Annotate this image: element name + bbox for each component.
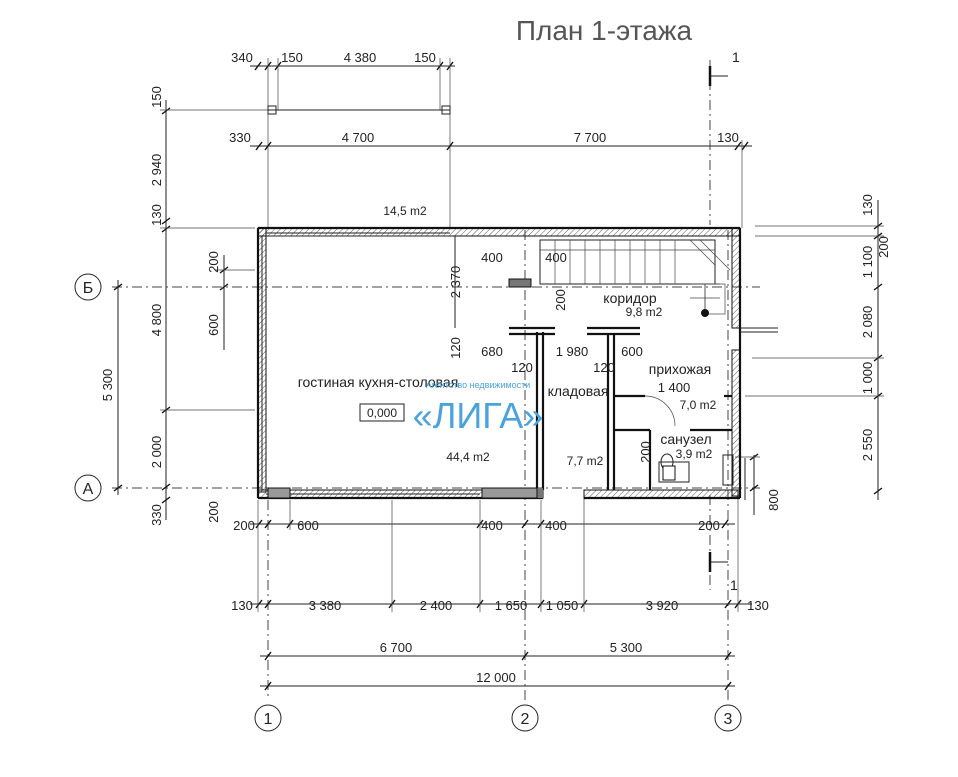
svg-text:200: 200	[206, 251, 221, 273]
svg-text:2 400: 2 400	[420, 598, 453, 613]
living-room-label: гостиная кухня-столовая	[298, 374, 459, 390]
svg-text:130: 130	[860, 194, 875, 216]
axis-bubble-a: А	[74, 474, 102, 502]
svg-text:200: 200	[206, 501, 221, 523]
dimension-lines	[113, 58, 884, 691]
svg-text:1: 1	[264, 711, 273, 728]
level-mark	[359, 403, 405, 422]
walls	[256, 226, 778, 500]
svg-text:400: 400	[481, 518, 503, 533]
axis-bubble-b: Б	[74, 273, 102, 301]
svg-text:340: 340	[231, 50, 253, 65]
svg-text:600: 600	[206, 314, 221, 336]
svg-text:200: 200	[233, 518, 255, 533]
svg-text:1 400: 1 400	[658, 380, 691, 395]
axis-bubble-2: 2	[511, 704, 539, 732]
svg-text:400: 400	[481, 250, 503, 265]
bathroom-label: санузел	[660, 431, 711, 447]
svg-text:4 700: 4 700	[342, 130, 375, 145]
room-labels: 14,5 m2 гостиная кухня-столовая 0,000 44…	[298, 204, 717, 468]
plan-title: План 1-этажа	[516, 15, 693, 46]
svg-text:2 370: 2 370	[448, 266, 463, 299]
corridor-label: коридор	[603, 290, 657, 306]
living-room-area: 44,4 m2	[446, 450, 490, 464]
svg-text:2 550: 2 550	[860, 429, 875, 462]
svg-text:680: 680	[481, 344, 503, 359]
svg-text:200: 200	[638, 441, 653, 463]
svg-text:400: 400	[545, 250, 567, 265]
svg-text:200: 200	[698, 518, 720, 533]
svg-text:1: 1	[732, 49, 740, 65]
svg-text:200: 200	[876, 236, 891, 258]
svg-text:1: 1	[730, 577, 738, 593]
svg-text:2 940: 2 940	[149, 154, 164, 187]
watermark-small: Агентство недвижимости	[426, 380, 531, 390]
svg-text:130: 130	[717, 130, 739, 145]
svg-text:130: 130	[747, 598, 769, 613]
axis-bubble-1: 1	[254, 704, 282, 732]
svg-text:6 700: 6 700	[380, 640, 413, 655]
bathroom-area: 3,9 m2	[676, 447, 713, 461]
dimension-labels: 340 150 4 380 150 330 4 700 7 700 130 15…	[100, 50, 891, 685]
svg-text:2 080: 2 080	[860, 306, 875, 339]
svg-text:2 000: 2 000	[149, 436, 164, 469]
svg-text:5 300: 5 300	[610, 640, 643, 655]
svg-text:12 000: 12 000	[476, 670, 516, 685]
storage-label: кладовая	[548, 383, 609, 399]
svg-text:330: 330	[149, 504, 164, 526]
svg-text:120: 120	[593, 360, 615, 375]
hall-area: 7,0 m2	[680, 398, 717, 412]
axis-bubble-3: 3	[714, 704, 742, 732]
svg-text:4 800: 4 800	[149, 304, 164, 337]
svg-text:600: 600	[297, 518, 319, 533]
section-marker-top: 1	[708, 49, 740, 86]
axis-lines	[112, 60, 760, 700]
svg-text:330: 330	[229, 130, 251, 145]
svg-text:5 300: 5 300	[100, 369, 115, 402]
svg-text:3 380: 3 380	[309, 598, 342, 613]
svg-text:1 980: 1 980	[556, 344, 589, 359]
corridor-area: 9,8 m2	[626, 305, 663, 319]
svg-text:130: 130	[149, 204, 164, 226]
svg-text:200: 200	[553, 289, 568, 311]
svg-text:400: 400	[545, 518, 567, 533]
svg-text:1 100: 1 100	[860, 246, 875, 279]
watermark: Агентство недвижимости «ЛИГА»	[413, 380, 544, 436]
svg-text:4 380: 4 380	[344, 50, 377, 65]
terrace-area: 14,5 m2	[383, 204, 427, 218]
svg-text:120: 120	[511, 360, 533, 375]
svg-text:7 700: 7 700	[574, 130, 607, 145]
svg-text:800: 800	[766, 489, 781, 511]
level-value: 0,000	[367, 406, 397, 420]
svg-text:3: 3	[724, 711, 733, 728]
staircase	[539, 239, 731, 317]
svg-text:130: 130	[231, 598, 253, 613]
svg-text:1 050: 1 050	[546, 598, 579, 613]
svg-text:1 650: 1 650	[495, 598, 528, 613]
svg-text:2: 2	[521, 711, 530, 728]
svg-text:Б: Б	[83, 280, 94, 297]
svg-text:А: А	[83, 481, 94, 498]
svg-text:3 920: 3 920	[646, 598, 679, 613]
svg-text:120: 120	[448, 337, 463, 359]
svg-text:150: 150	[281, 50, 303, 65]
storage-area: 7,7 m2	[567, 454, 604, 468]
svg-text:150: 150	[149, 86, 164, 108]
section-marker-bottom: 1	[708, 552, 738, 593]
watermark-logo: «ЛИГА»	[413, 395, 544, 436]
hall-label: прихожая	[649, 361, 711, 377]
svg-text:600: 600	[621, 344, 643, 359]
svg-text:1 000: 1 000	[860, 362, 875, 395]
svg-text:150: 150	[414, 50, 436, 65]
